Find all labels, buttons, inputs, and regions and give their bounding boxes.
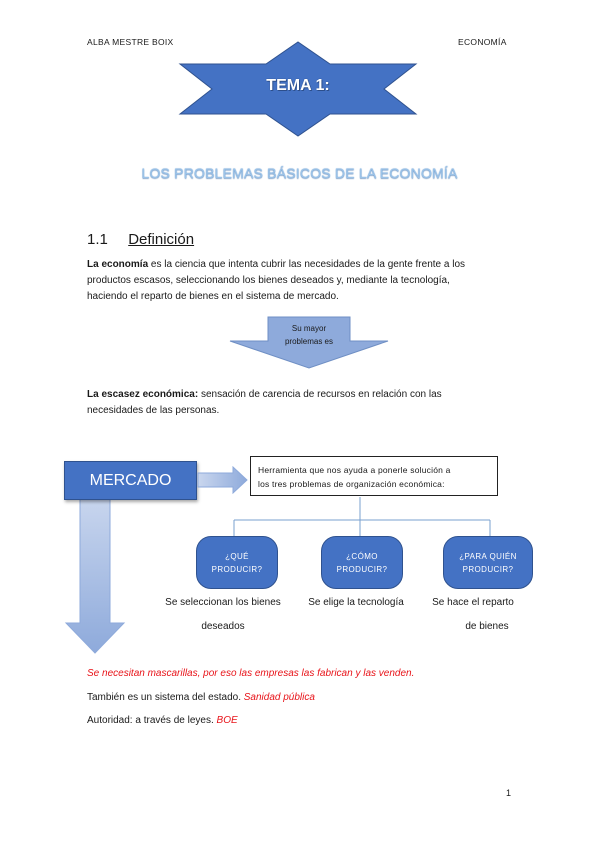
- question-for-whom-line2: PRODUCIR?: [462, 564, 514, 574]
- tool-box-line1: Herramienta que nos ayuda a ponerle solu…: [258, 465, 451, 475]
- scarcity-term: La escasez económica:: [87, 389, 199, 400]
- question-pill-for-whom: ¿PARA QUIÉN PRODUCIR?: [443, 536, 533, 589]
- scarcity-line1: sensación de carencia de recursos en rel…: [198, 389, 442, 400]
- caption-for-whom: Se hace el reparto de bienes: [418, 591, 528, 639]
- scarcity-line2: necesidades de las personas.: [87, 405, 220, 416]
- banner-star-shape: [178, 41, 418, 137]
- question-what-line2: PRODUCIR?: [211, 564, 263, 574]
- definition-term: La economía: [87, 259, 149, 270]
- down-arrow-line1: Su mayor: [291, 324, 327, 333]
- caption-what-line1: Se seleccionan los bienes: [165, 597, 281, 608]
- question-pill-what: ¿QUÉ PRODUCIR?: [196, 536, 278, 589]
- definition-line2: productos escasos, seleccionando los bie…: [87, 275, 450, 286]
- section-number: 1.1: [87, 231, 108, 248]
- definition-line3: haciendo el reparto de bienes en el sist…: [87, 291, 339, 302]
- down-arrow-shape: [229, 316, 389, 369]
- right-arrow-shape: [197, 466, 248, 494]
- question-pill-how: ¿CÓMO PRODUCIR?: [321, 536, 403, 589]
- page-number: 1: [506, 788, 512, 798]
- banner-title: TEMA 1:: [266, 77, 330, 94]
- header-author: ALBA MESTRE BOIX: [87, 37, 174, 47]
- section-title: Definición: [128, 231, 195, 248]
- caption-for-whom-line2: de bienes: [465, 621, 509, 632]
- note-state-text: También es un sistema del estado.: [87, 692, 244, 703]
- section-heading: 1.1 Definición: [87, 231, 194, 248]
- question-how-line2: PRODUCIR?: [336, 564, 388, 574]
- down-arrow-line2: problemas es: [284, 337, 334, 346]
- note-authority-text: Autoridad: a través de leyes.: [87, 715, 217, 726]
- note-state: También es un sistema del estado. Sanida…: [87, 690, 315, 706]
- caption-for-whom-line1: Se hace el reparto: [432, 597, 514, 608]
- note-authority-red: BOE: [216, 715, 238, 726]
- scarcity-paragraph: La escasez económica: sensación de caren…: [87, 387, 517, 419]
- caption-how: Se elige la tecnología: [296, 591, 416, 615]
- tool-box-line2: los tres problemas de organización econó…: [258, 479, 445, 489]
- definition-line1: es la ciencia que intenta cubrir las nec…: [148, 259, 466, 270]
- down-arrow-label: Su mayor problemas es: [268, 322, 350, 348]
- caption-what-line2: deseados: [201, 621, 245, 632]
- question-what-line1: ¿QUÉ: [225, 551, 249, 561]
- question-for-whom-line1: ¿PARA QUIÉN: [459, 551, 517, 561]
- caption-how-line1: Se elige la tecnología: [308, 597, 404, 608]
- question-how-line1: ¿CÓMO: [346, 551, 378, 561]
- document-subtitle: LOS PROBLEMAS BÁSICOS DE LA ECONOMÍA: [141, 165, 458, 181]
- note-masks: Se necesitan mascarillas, por eso las em…: [87, 668, 415, 679]
- caption-what: Se seleccionan los bienes deseados: [156, 591, 290, 639]
- note-authority: Autoridad: a través de leyes. BOE: [87, 713, 238, 729]
- note-state-red: Sanidad pública: [243, 692, 315, 703]
- header-subject: ECONOMÍA: [458, 37, 507, 47]
- mercado-down-arrow: [64, 495, 126, 654]
- tool-box: Herramienta que nos ayuda a ponerle solu…: [250, 456, 498, 496]
- definition-paragraph: La economía es la ciencia que intenta cu…: [87, 257, 517, 305]
- mercado-box: MERCADO: [64, 461, 197, 500]
